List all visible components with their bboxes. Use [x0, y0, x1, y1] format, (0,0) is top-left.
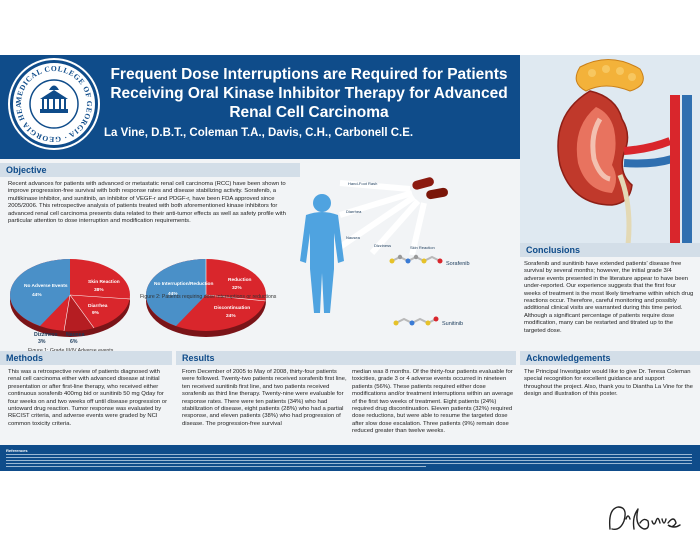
drug-label-sorafenib: Sorafenib	[446, 261, 470, 267]
reference-line	[6, 454, 692, 456]
seal-ring: MEDICAL COLLEGE OF GEORGIA · GEORGIA HEA…	[13, 63, 93, 144]
fig1-value-nausea: 6%	[70, 339, 78, 345]
reference-line	[6, 457, 692, 459]
fig1-value-dizziness: 3%	[38, 339, 46, 345]
fig1-label-dizziness: Dizziness	[34, 332, 58, 338]
figure2-caption: Figure 2: Patients requiring dose interr…	[140, 294, 277, 300]
signature-icon	[608, 506, 681, 531]
fig2-label-reduction: Reduction	[228, 277, 252, 283]
fig1-label-no-adverse: No Adverse Events	[24, 283, 68, 289]
methods-heading: Methods	[0, 351, 172, 365]
effect-label: Skin Reaction	[410, 245, 435, 250]
fig1-label-nausea: Nausea	[66, 332, 85, 338]
effect-label: Nausea	[346, 235, 361, 240]
kidney-icon	[557, 58, 692, 246]
figure1-pie-chart: No Adverse Events 44% Skin Reaction 38% …	[10, 259, 131, 337]
fig2-label-discontinuation: Discontinuation	[214, 305, 250, 311]
reference-line	[6, 460, 692, 462]
drug-label-sunitinib: Sunitinib	[442, 321, 463, 327]
fig1-label-diarrhea: Diarrhea	[88, 303, 108, 309]
objective-text: Recent advances for patients with advanc…	[8, 181, 286, 225]
pie-slice-no-interruption	[146, 259, 206, 326]
objective-heading: Objective	[0, 163, 300, 177]
reference-line	[6, 463, 692, 465]
fig1-value-skin: 38%	[94, 287, 104, 293]
results-text-col1: From December of 2005 to May of 2008, th…	[182, 369, 347, 427]
methods-text: This was a retrospective review of patie…	[8, 369, 168, 427]
references-heading: References	[6, 448, 28, 453]
university-seal-icon: MEDICAL COLLEGE OF GEORGIA · GEORGIA HEA…	[10, 60, 98, 148]
acknowledgements-text: The Principal Investigator would like to…	[524, 369, 693, 398]
figure2-pie-chart: No Interruption/Reduction 44% Reduction …	[146, 259, 267, 337]
fig2-value-no-interruption: 44%	[168, 291, 178, 297]
kidney-illustration	[520, 55, 700, 246]
fig1-label-skin: Skin Reaction	[88, 279, 120, 285]
body-illustration: Hand-Foot Rash Diarrhea Nausea Dizziness…	[300, 177, 470, 327]
poster-header: MEDICAL COLLEGE OF GEORGIA · GEORGIA HEA…	[0, 55, 520, 159]
effect-label: Dizziness	[374, 243, 391, 248]
fig2-value-discontinuation: 24%	[226, 313, 236, 319]
reference-line	[6, 466, 426, 468]
effect-label: Hand-Foot Rash	[348, 181, 377, 186]
sorafenib-molecule-icon	[389, 254, 443, 264]
human-silhouette-icon	[300, 194, 344, 313]
fig1-value-no-adverse: 44%	[32, 292, 42, 298]
pill-icon	[412, 177, 434, 190]
poster: MEDICAL COLLEGE OF GEORGIA · GEORGIA HEA…	[0, 55, 700, 471]
poster-title: Frequent Dose Interruptions are Required…	[110, 66, 508, 121]
fig2-value-reduction: 32%	[232, 285, 242, 291]
conclusions-text: Sorafenib and sunitinib have extended pa…	[524, 261, 694, 334]
fig2-label-no-interruption: No Interruption/Reduction	[154, 281, 213, 287]
sunitinib-molecule-icon	[393, 316, 439, 326]
poster-authors: La Vine, D.B.T., Coleman T.A., Davis, C.…	[104, 127, 414, 139]
acknowledgements-heading: Acknowledgements	[520, 351, 700, 365]
results-heading: Results	[176, 351, 516, 365]
effect-label: Diarrhea	[346, 209, 362, 214]
pie-slice-no-adverse	[10, 259, 70, 326]
pill-icon	[426, 187, 448, 200]
conclusions-heading: Conclusions	[520, 243, 700, 257]
fig1-value-diarrhea: 9%	[92, 310, 100, 316]
results-text-col2: median was 8 months. Of the thirty-four …	[352, 369, 514, 435]
references-footer: References	[0, 445, 700, 471]
